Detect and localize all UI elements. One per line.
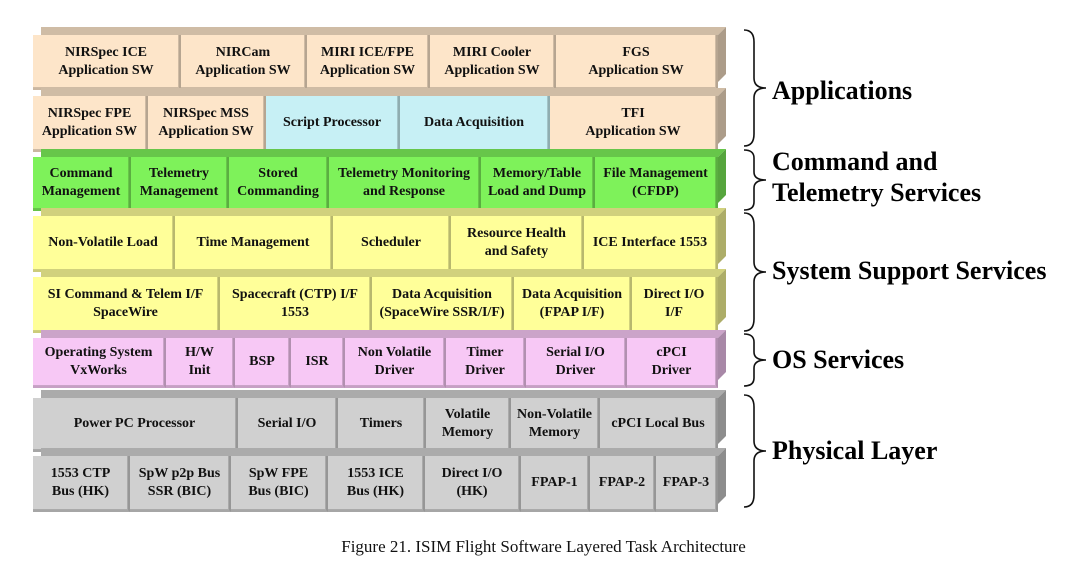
block-volatile-memory: Volatile Memory — [426, 398, 511, 452]
block-tfi-app-sw: TFI Application SW — [550, 96, 718, 152]
block-telemetry-monitoring-response: Telemetry Monitoring and Response — [329, 157, 481, 211]
block-serial-io: Serial I/O — [238, 398, 338, 452]
block-scheduler: Scheduler — [333, 216, 451, 272]
row-top-face — [41, 269, 726, 277]
block-power-pc-processor: Power PC Processor — [33, 398, 238, 452]
row-side-face — [718, 330, 726, 380]
block-time-management: Time Management — [175, 216, 333, 272]
block-miri-cooler-app-sw: MIRI Cooler Application SW — [430, 35, 556, 90]
row-top-face — [41, 330, 726, 338]
block-stored-commanding: Stored Commanding — [229, 157, 329, 211]
block-direct-io-if: Direct I/O I/F — [632, 277, 718, 333]
figure-caption: Figure 21. ISIM Flight Software Layered … — [341, 537, 746, 556]
row-side-face — [718, 88, 726, 144]
block-fpap-1: FPAP-1 — [521, 456, 590, 512]
block-bsp: BSP — [235, 338, 291, 388]
block-data-acquisition-fpap: Data Acquisition (FPAP I/F) — [514, 277, 632, 333]
block-nircam-app-sw: NIRCam Application SW — [181, 35, 307, 90]
group-label-os-services: OS Services — [772, 345, 905, 374]
brace-physical-layer — [743, 394, 767, 508]
block-1553-ctp-bus: 1553 CTP Bus (HK) — [33, 456, 130, 512]
row-side-face — [718, 208, 726, 264]
block-telemetry-management: Telemetry Management — [131, 157, 229, 211]
block-serial-io-driver: Serial I/O Driver — [526, 338, 627, 388]
block-fpap-2: FPAP-2 — [590, 456, 656, 512]
group-label-system-support: System Support Services — [772, 256, 1047, 285]
group-label-physical-layer: Physical Layer — [772, 436, 938, 465]
block-ice-interface-1553: ICE Interface 1553 — [584, 216, 718, 272]
block-si-command-telem-spacewire: SI Command & Telem I/F SpaceWire — [33, 277, 220, 333]
block-non-volatile-load: Non-Volatile Load — [33, 216, 175, 272]
row-side-face — [718, 269, 726, 325]
block-miri-ice-fpe-app-sw: MIRI ICE/FPE Application SW — [307, 35, 430, 90]
block-fgs-app-sw: FGS Application SW — [556, 35, 718, 90]
block-spw-fpe-bus: SpW FPE Bus (BIC) — [231, 456, 328, 512]
row-side-face — [718, 149, 726, 203]
row-top-face — [41, 208, 726, 216]
row-side-face — [718, 448, 726, 504]
block-fpap-3: FPAP-3 — [656, 456, 718, 512]
row-top-face — [41, 390, 726, 398]
block-non-volatile-driver: Non Volatile Driver — [345, 338, 446, 388]
row-top-face — [41, 27, 726, 35]
row-top-face — [41, 448, 726, 456]
block-1553-ice-bus: 1553 ICE Bus (HK) — [328, 456, 425, 512]
block-hw-init: H/W Init — [166, 338, 235, 388]
block-data-acquisition-spacewire: Data Acquisition (SpaceWire SSR/I/F) — [372, 277, 514, 333]
block-cpci-driver: cPCI Driver — [627, 338, 718, 388]
block-spw-p2p-bus-ssr: SpW p2p Bus SSR (BIC) — [130, 456, 231, 512]
block-nirspec-mss-app-sw: NIRSpec MSS Application SW — [148, 96, 266, 152]
group-label-applications: Applications — [772, 76, 913, 105]
block-cpci-local-bus: cPCI Local Bus — [600, 398, 718, 452]
block-script-processor: Script Processor — [266, 96, 400, 152]
row-side-face — [718, 390, 726, 444]
row-top-face — [41, 88, 726, 96]
block-resource-health-safety: Resource Health and Safety — [451, 216, 584, 272]
block-non-volatile-memory: Non-Volatile Memory — [511, 398, 600, 452]
block-direct-io-hk: Direct I/O (HK) — [425, 456, 521, 512]
block-nirspec-fpe-app-sw: NIRSpec FPE Application SW — [33, 96, 148, 152]
brace-os-services — [743, 333, 767, 387]
block-memory-table-load-dump: Memory/Table Load and Dump — [481, 157, 595, 211]
block-command-management: Command Management — [33, 157, 131, 211]
row-side-face — [718, 27, 726, 82]
block-isr: ISR — [291, 338, 345, 388]
block-nirspec-ice-app-sw: NIRSpec ICE Application SW — [33, 35, 181, 90]
block-timers: Timers — [338, 398, 426, 452]
brace-system-support — [743, 212, 767, 332]
block-spacecraft-ctp-if-1553: Spacecraft (CTP) I/F 1553 — [220, 277, 372, 333]
block-data-acquisition-app: Data Acquisition — [400, 96, 550, 152]
block-os-vxworks: Operating System VxWorks — [33, 338, 166, 388]
brace-command-telemetry — [743, 149, 767, 211]
block-timer-driver: Timer Driver — [446, 338, 526, 388]
brace-applications — [743, 29, 767, 147]
row-top-face — [41, 149, 726, 157]
group-label-command-telemetry: Command and Telemetry Services — [772, 147, 982, 207]
block-file-management-cfdp: File Management (CFDP) — [595, 157, 718, 211]
